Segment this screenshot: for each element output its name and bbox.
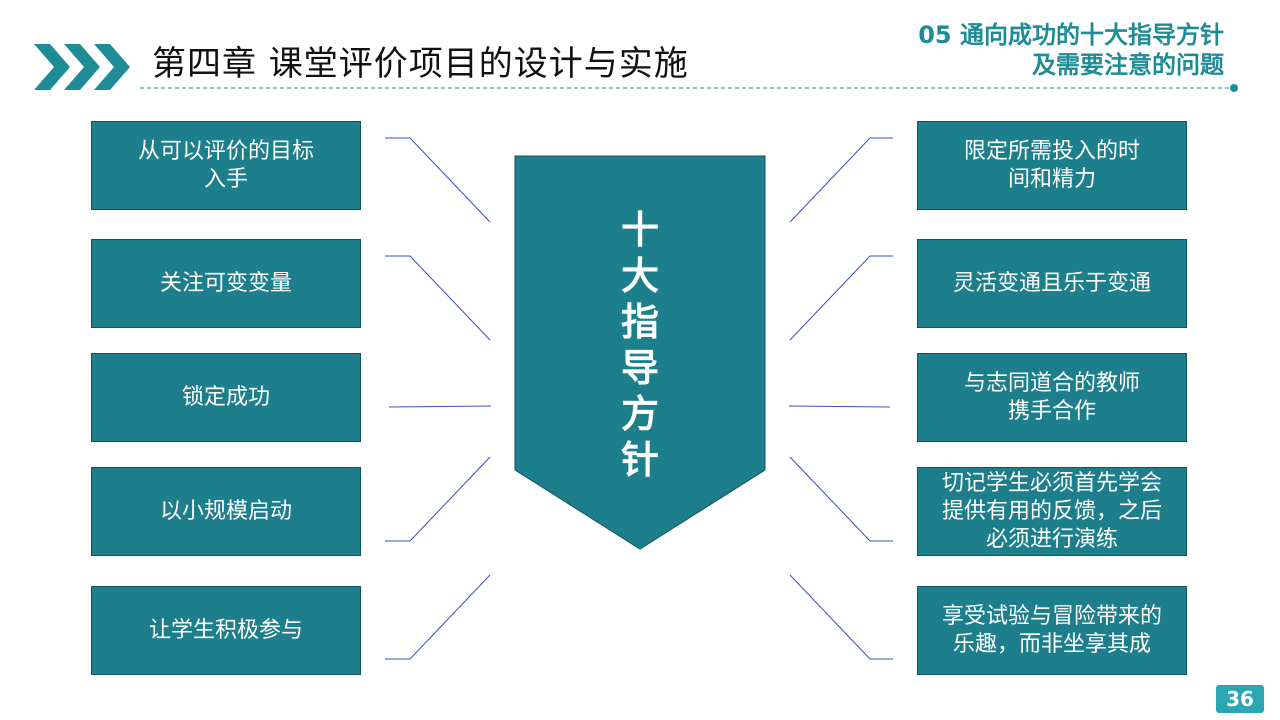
right-item-4: 切记学生必须首先学会 提供有用的反馈，之后 必须进行演练 (917, 467, 1187, 556)
right-item-2-label: 灵活变通且乐于变通 (952, 270, 1151, 296)
right-item-3-line1: 与志同道合的教师 (963, 370, 1140, 396)
right-item-5-line1: 享受试验与冒险带来的 (941, 603, 1162, 629)
right-item-4-line1: 切记学生必须首先学会 (941, 470, 1162, 496)
connector-right-4 (789, 456, 893, 542)
right-item-1: 限定所需投入的时 间和精力 (917, 121, 1187, 210)
right-item-3: 与志同道合的教师 携手合作 (917, 353, 1187, 442)
connector-right-3 (788, 405, 891, 408)
triple-chevron-icon (34, 44, 130, 90)
right-item-4-line2: 提供有用的反馈，之后 (941, 498, 1162, 524)
left-item-1-line1: 从可以评价的目标 (137, 138, 314, 164)
chapter-title: 第四章 课堂评价项目的设计与实施 (152, 44, 689, 84)
connector-left-1 (385, 137, 491, 223)
right-item-5: 享受试验与冒险带来的 乐趣，而非坐享其成 (917, 586, 1187, 675)
right-item-1-line1: 限定所需投入的时 (963, 138, 1140, 164)
page-number: 36 (1216, 685, 1264, 713)
left-item-1-line2: 入手 (203, 166, 248, 192)
section-title: 05 通向成功的十大指导方针 及需要注意的问题 (804, 20, 1224, 80)
connector-right-2 (789, 255, 893, 341)
left-item-2-label: 关注可变变量 (159, 270, 292, 296)
left-item-5-label: 让学生积极参与 (148, 617, 303, 643)
connector-left-4 (385, 456, 491, 542)
center-title: 十大指导方针 (620, 208, 659, 482)
connector-right-5 (789, 574, 893, 660)
connector-left-5 (385, 574, 491, 660)
left-item-3-label: 锁定成功 (181, 384, 270, 410)
connector-right-1 (789, 137, 893, 223)
left-item-3: 锁定成功 (91, 353, 361, 442)
left-item-4-label: 以小规模启动 (159, 498, 292, 524)
header-divider (140, 84, 1238, 92)
right-item-4-line3: 必须进行演练 (985, 526, 1118, 552)
right-item-3-line2: 携手合作 (1007, 398, 1096, 424)
section-title-line1: 05 通向成功的十大指导方针 (918, 21, 1224, 49)
center-pentagon (514, 155, 766, 550)
left-item-5: 让学生积极参与 (91, 586, 361, 675)
left-item-2: 关注可变变量 (91, 239, 361, 328)
section-title-line2: 及需要注意的问题 (1032, 51, 1224, 79)
right-item-5-line2: 乐趣，而非坐享其成 (952, 631, 1151, 657)
connector-left-2 (385, 255, 491, 341)
left-item-4: 以小规模启动 (91, 467, 361, 556)
left-item-1: 从可以评价的目标 入手 (91, 121, 361, 210)
right-item-1-line2: 间和精力 (1007, 166, 1096, 192)
connector-left-3 (388, 405, 492, 408)
right-item-2: 灵活变通且乐于变通 (917, 239, 1187, 328)
